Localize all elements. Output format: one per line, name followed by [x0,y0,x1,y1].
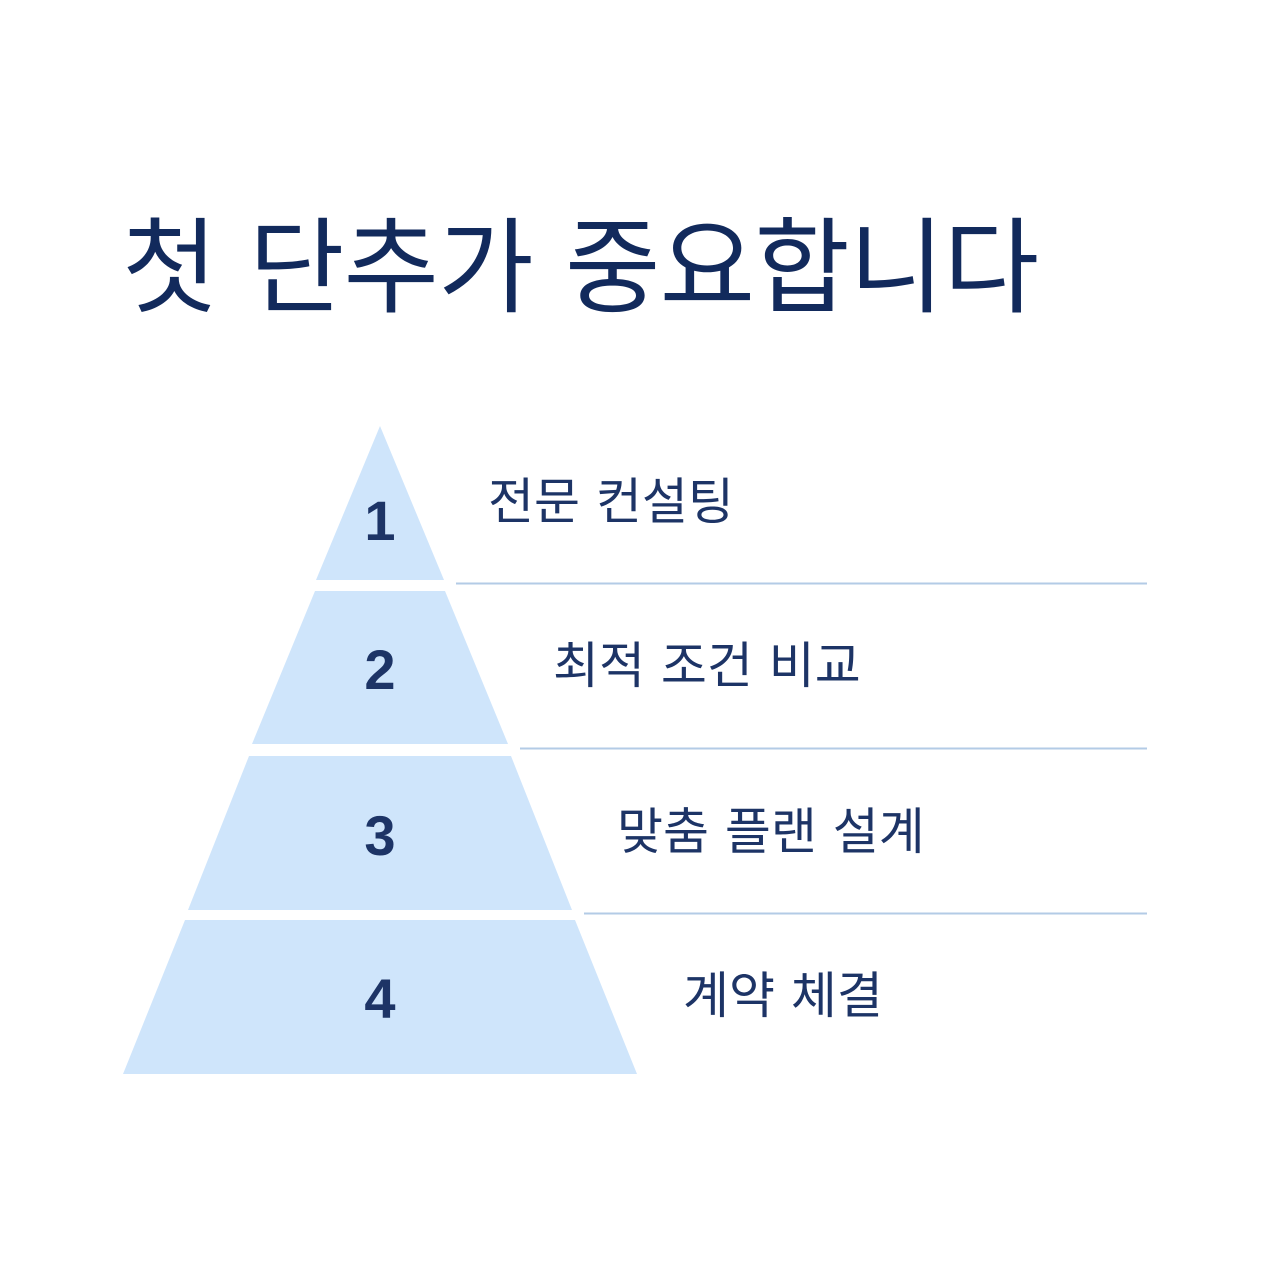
pyramid-tier-1 [316,426,444,580]
step-label-2: 최적 조건 비교 [553,637,861,695]
step-label-1: 전문 컨설팅 [488,473,734,531]
step-number-4: 4 [364,967,395,1030]
page-title: 첫 단추가 중요합니다 [122,207,1039,329]
step-label-3: 맞춤 플랜 설계 [617,803,925,861]
step-number-2: 2 [364,638,395,701]
pyramid-tier-2 [252,591,508,744]
pyramid-tier-4 [123,920,637,1074]
step-label-4: 계약 체결 [683,967,883,1025]
step-number-1: 1 [364,489,395,552]
pyramid-tier-3 [188,756,572,910]
step-number-3: 3 [364,804,395,867]
